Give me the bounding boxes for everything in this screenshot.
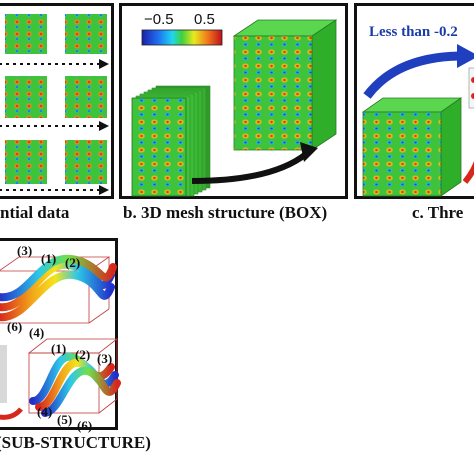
- upper-label-3: (3): [17, 243, 32, 258]
- slice-1: [5, 14, 47, 54]
- colorbar-min-label: −0.5: [144, 11, 174, 28]
- panel-c-threshold: Less than -0.2: [354, 3, 474, 199]
- colorbar-max-label: 0.5: [194, 11, 215, 28]
- panel-a-sequential-data: [0, 3, 114, 199]
- lower-label-6: (6): [77, 418, 92, 433]
- lower-label-2: (2): [75, 347, 90, 362]
- panel-b-caption: b. 3D mesh structure (BOX): [123, 203, 328, 222]
- upper-label-6: (6): [7, 319, 22, 334]
- panel-d-sub-structure: (3) (1) (2) (6) (4) (1) (2) (3) (4) (5) …: [0, 238, 121, 433]
- lower-label-5: (5): [57, 412, 72, 427]
- slice-2: [65, 14, 107, 54]
- slice-3: [5, 76, 47, 118]
- lower-label-1: (1): [51, 341, 66, 356]
- colorbar-gradient: [141, 29, 223, 46]
- arrow-head: [300, 142, 318, 162]
- threshold-graphic: Less than -0.2: [361, 24, 474, 197]
- lower-label-4: (4): [37, 404, 52, 419]
- slice-4: [65, 76, 107, 118]
- panel-b-3d-mesh-box: −0.5 0.5: [119, 3, 348, 199]
- upper-label-2: (2): [65, 255, 80, 270]
- panel-a-caption: ntial data: [0, 203, 70, 222]
- front-slice: [131, 97, 187, 197]
- lower-label-3: (3): [97, 351, 112, 366]
- panel-d-caption: (SUB-STRUCTURE): [0, 433, 151, 452]
- sequential-slices-graphic: [0, 14, 109, 195]
- slice-5: [5, 140, 47, 184]
- colorbar: −0.5 0.5: [141, 11, 223, 46]
- sub-structure-graphic: (3) (1) (2) (6) (4) (1) (2) (3) (4) (5) …: [0, 243, 121, 433]
- threshold-annotation: Less than -0.2: [369, 24, 458, 40]
- panel-c-caption: c. Thre: [412, 203, 464, 222]
- upper-label-4: (4): [29, 325, 44, 340]
- upper-label-1: (1): [41, 251, 56, 266]
- slice-6: [65, 140, 107, 184]
- stacked-mesh-slices: [131, 19, 338, 197]
